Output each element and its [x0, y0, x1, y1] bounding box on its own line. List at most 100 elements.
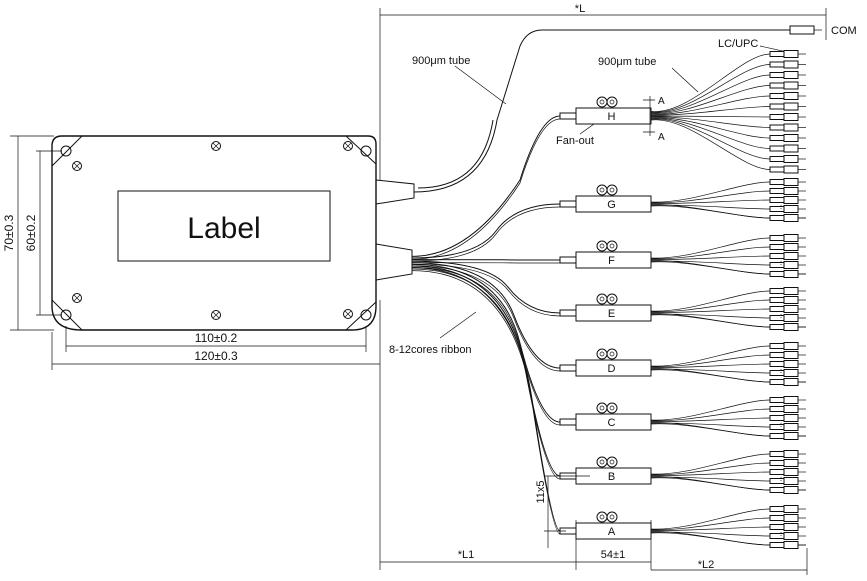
- upper-boot: [375, 179, 415, 205]
- main-tube-label: 900μm tube: [412, 55, 470, 67]
- lc-connector: [783, 261, 799, 269]
- lc-connector: [783, 405, 799, 413]
- branch-fiber: [650, 190, 771, 204]
- fanout-unit-a: A: [559, 505, 806, 549]
- branch-fiber: [650, 95, 771, 115]
- fanout-letter: B: [608, 471, 615, 483]
- lc-connector: [783, 50, 799, 58]
- lc-connector-boot: [769, 206, 785, 212]
- lc-connector-boot: [769, 306, 785, 312]
- branch-fiber: [650, 508, 771, 530]
- l1-label: *L1: [458, 549, 475, 561]
- lc-connector-boot: [769, 315, 785, 321]
- ring-icon: [606, 184, 618, 196]
- lc-connector-boot: [769, 124, 785, 131]
- fanout-body: [575, 195, 652, 213]
- branch-fiber: [650, 531, 771, 537]
- branch-fiber: [650, 368, 771, 374]
- ring-icon: [599, 405, 605, 411]
- branch-fiber: [650, 117, 771, 139]
- ring-icon: [596, 456, 608, 468]
- lc-connector: [783, 196, 799, 204]
- lc-connector: [783, 468, 799, 476]
- branch-fiber: [650, 363, 771, 368]
- branch-fiber: [650, 237, 771, 259]
- bottom-dimensions: *L1 54±1 *L2 11x5: [379, 370, 808, 575]
- lc-connector-boot: [769, 361, 785, 367]
- lc-connector: [783, 81, 799, 90]
- lc-connector-boot: [769, 188, 785, 194]
- fanout-letter: G: [607, 199, 616, 211]
- lc-connector-boot: [769, 235, 785, 241]
- label-area: [117, 190, 331, 262]
- ring-icon: [599, 187, 605, 193]
- branch-fiber: [650, 246, 771, 260]
- fanout-letter: E: [608, 308, 615, 320]
- fanout-body: [575, 251, 652, 269]
- lc-connector: [783, 432, 799, 440]
- branch-tube-label: 900μm tube: [598, 56, 656, 68]
- lc-connector-boot: [769, 262, 785, 268]
- branch-fiber: [650, 118, 771, 160]
- branch-fiber: [650, 85, 771, 114]
- ring-icon: [596, 348, 608, 360]
- lc-connector-boot: [769, 515, 785, 521]
- lc-connector: [783, 351, 799, 359]
- ring-icon: [596, 96, 608, 108]
- ring-icon: [596, 402, 608, 414]
- lc-connector-boot: [769, 406, 785, 412]
- total-length-label: *L: [575, 3, 585, 15]
- ring-icon: [599, 351, 605, 357]
- crimp-sleeve: [559, 309, 577, 317]
- ring-icon: [606, 456, 618, 468]
- ring-icon: [609, 99, 615, 105]
- lc-connector-boot: [769, 297, 785, 303]
- lc-connector-boot: [769, 324, 785, 330]
- lc-connector-boot: [769, 288, 785, 294]
- lc-connector-boot: [769, 51, 785, 57]
- branch-fiber: [650, 532, 771, 546]
- lc-connector: [783, 360, 799, 368]
- branch-fiber: [650, 260, 771, 266]
- mount-hole-icon: [60, 309, 72, 321]
- ring-icon: [606, 96, 618, 108]
- lc-connector: [783, 378, 799, 386]
- lc-connector: [783, 523, 799, 531]
- lc-connector: [783, 305, 799, 313]
- lc-connector: [783, 214, 799, 222]
- mount-hole-icon: [60, 145, 72, 157]
- lc-connector: [783, 477, 799, 485]
- branch-fiber: [650, 64, 771, 113]
- com-connector: [789, 25, 815, 35]
- lc-connector-boot: [769, 271, 785, 277]
- branch-fiber: [650, 369, 771, 383]
- ring-icon: [606, 293, 618, 305]
- lc-connector-boot: [769, 179, 785, 185]
- lc-connector: [783, 541, 799, 549]
- lc-connector-boot: [769, 244, 785, 250]
- branch-fiber: [650, 106, 771, 116]
- ring-icon: [606, 511, 618, 523]
- ring-icon: [609, 459, 615, 465]
- mount-hole-icon: [360, 309, 372, 321]
- branch-fiber: [650, 476, 771, 482]
- width-outer-dim: 120±0.3: [194, 349, 238, 363]
- lc-connector: [783, 102, 799, 111]
- lc-connector: [783, 396, 799, 404]
- lc-connector-boot: [769, 61, 785, 68]
- mount-hole-icon: [360, 145, 372, 157]
- ring-icon: [606, 402, 618, 414]
- ribbon-fibers: [411, 115, 561, 535]
- lc-connector: [783, 414, 799, 422]
- section-a-bottom: A: [658, 132, 665, 143]
- fanout-unit-b: B: [559, 450, 806, 494]
- lc-connector: [783, 144, 799, 153]
- fanout-length-label: 54±1: [601, 549, 625, 561]
- lc-connector-boot: [769, 533, 785, 539]
- lc-connector: [783, 71, 799, 79]
- lc-connector-boot: [769, 82, 785, 89]
- fanout-body: [575, 304, 652, 322]
- branch-fiber: [650, 204, 771, 210]
- ribbon-fiber: [411, 118, 561, 260]
